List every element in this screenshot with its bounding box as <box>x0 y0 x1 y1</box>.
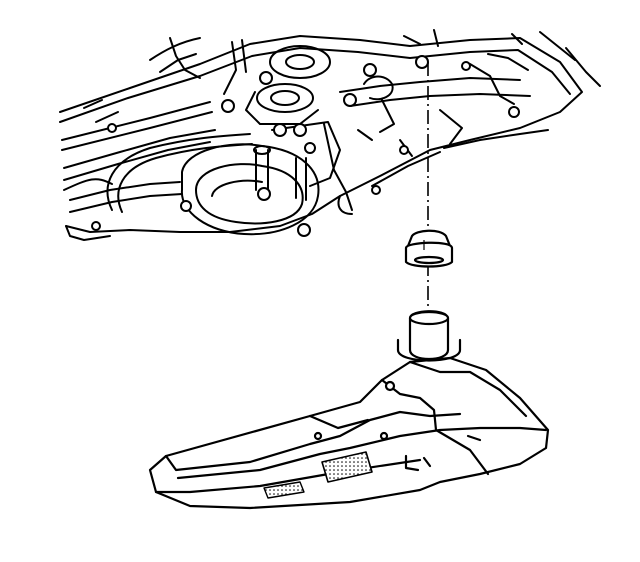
bolt-icon <box>304 142 316 154</box>
filter-seal <box>404 229 454 268</box>
bolt-icon <box>415 55 429 69</box>
bolt-icon <box>363 63 377 77</box>
bolt-icon <box>107 123 117 133</box>
bolt-icon <box>257 187 271 201</box>
bolt-icon <box>221 99 235 113</box>
bolt-icon <box>180 200 192 212</box>
bolt-icon <box>399 145 409 155</box>
bolt-icon <box>343 93 357 107</box>
bolt-icon <box>259 71 273 85</box>
transmission-filter <box>148 310 550 510</box>
bolt-icon <box>371 185 381 195</box>
transmission-case-underside <box>59 29 601 241</box>
bolt-icon <box>461 61 471 71</box>
bolt-icon <box>508 106 520 118</box>
bolt-icon <box>297 223 311 237</box>
bolt-icon <box>273 123 287 137</box>
bolt-icon <box>91 221 101 231</box>
bolt-icon <box>293 123 307 137</box>
